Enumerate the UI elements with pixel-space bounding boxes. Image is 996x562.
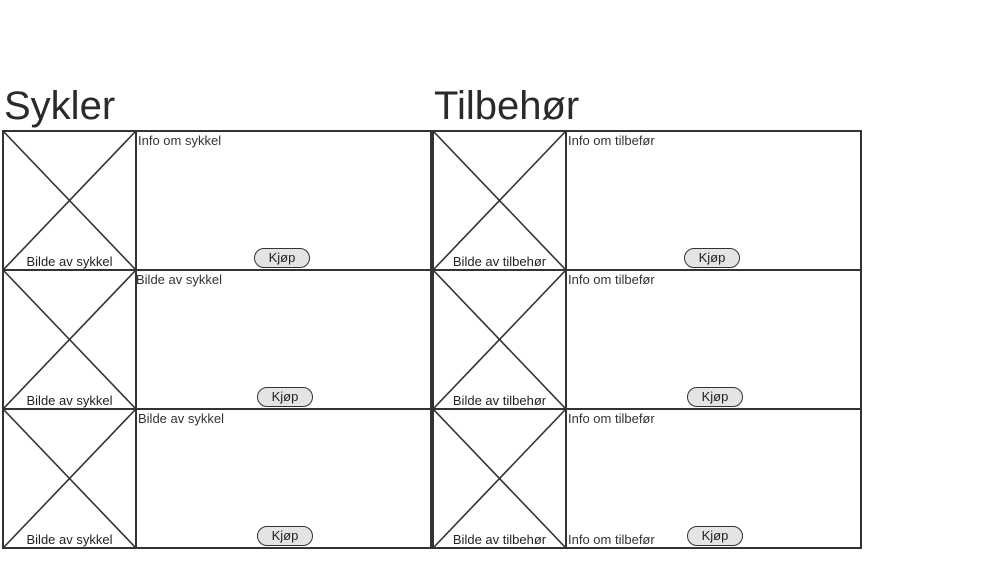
accessory-image-placeholder: Bilde av tilbehør	[434, 132, 567, 269]
image-placeholder-icon	[434, 271, 565, 408]
bike-image-label: Bilde av sykkel	[26, 393, 113, 408]
accessory-info-text: Info om tilbefør	[568, 272, 655, 287]
buy-button[interactable]: Kjøp	[684, 248, 740, 268]
bikes-list: Bilde av sykkel Info om sykkel Kjøp Bild…	[2, 130, 432, 549]
bike-info-text: Bilde av sykkel	[136, 272, 222, 287]
image-placeholder-icon	[434, 410, 565, 547]
image-placeholder-icon	[4, 132, 135, 269]
bike-card: Bilde av sykkel Bilde av sykkel Kjøp	[2, 269, 432, 410]
buy-button[interactable]: Kjøp	[687, 526, 743, 546]
accessories-list: Bilde av tilbehør Info om tilbefør Kjøp …	[432, 130, 862, 549]
bike-image-placeholder: Bilde av sykkel	[4, 410, 137, 547]
bike-image-placeholder: Bilde av sykkel	[4, 271, 137, 408]
bike-info-text: Bilde av sykkel	[138, 411, 224, 426]
buy-button[interactable]: Kjøp	[254, 248, 310, 268]
accessory-image-placeholder: Bilde av tilbehør	[434, 410, 567, 547]
image-placeholder-icon	[4, 410, 135, 547]
accessory-image-label: Bilde av tilbehør	[452, 532, 547, 547]
buy-button[interactable]: Kjøp	[257, 526, 313, 546]
accessory-info-bottom-text: Info om tilbefør	[568, 532, 655, 547]
accessory-image-label: Bilde av tilbehør	[452, 254, 547, 269]
bike-image-label: Bilde av sykkel	[26, 532, 113, 547]
bike-image-placeholder: Bilde av sykkel	[4, 132, 137, 269]
accessory-info-text: Info om tilbefør	[568, 411, 655, 426]
accessory-image-label: Bilde av tilbehør	[452, 393, 547, 408]
accessory-card: Bilde av tilbehør Info om tilbefør Kjøp	[432, 269, 862, 410]
bikes-heading: Sykler	[4, 84, 116, 128]
bike-info-text: Info om sykkel	[138, 133, 222, 148]
accessory-info-text: Info om tilbefør	[568, 133, 655, 148]
accessory-card: Bilde av tilbehør Info om tilbefør Kjøp	[432, 130, 862, 271]
bike-card: Bilde av sykkel Bilde av sykkel Kjøp	[2, 408, 432, 549]
image-placeholder-icon	[434, 132, 565, 269]
accessory-image-placeholder: Bilde av tilbehør	[434, 271, 567, 408]
accessories-heading: Tilbehør	[434, 84, 580, 128]
bike-card: Bilde av sykkel Info om sykkel Kjøp	[2, 130, 432, 271]
bike-image-label: Bilde av sykkel	[26, 254, 113, 269]
buy-button[interactable]: Kjøp	[257, 387, 313, 407]
buy-button[interactable]: Kjøp	[687, 387, 743, 407]
image-placeholder-icon	[4, 271, 135, 408]
accessory-card: Bilde av tilbehør Info om tilbefør Info …	[432, 408, 862, 549]
